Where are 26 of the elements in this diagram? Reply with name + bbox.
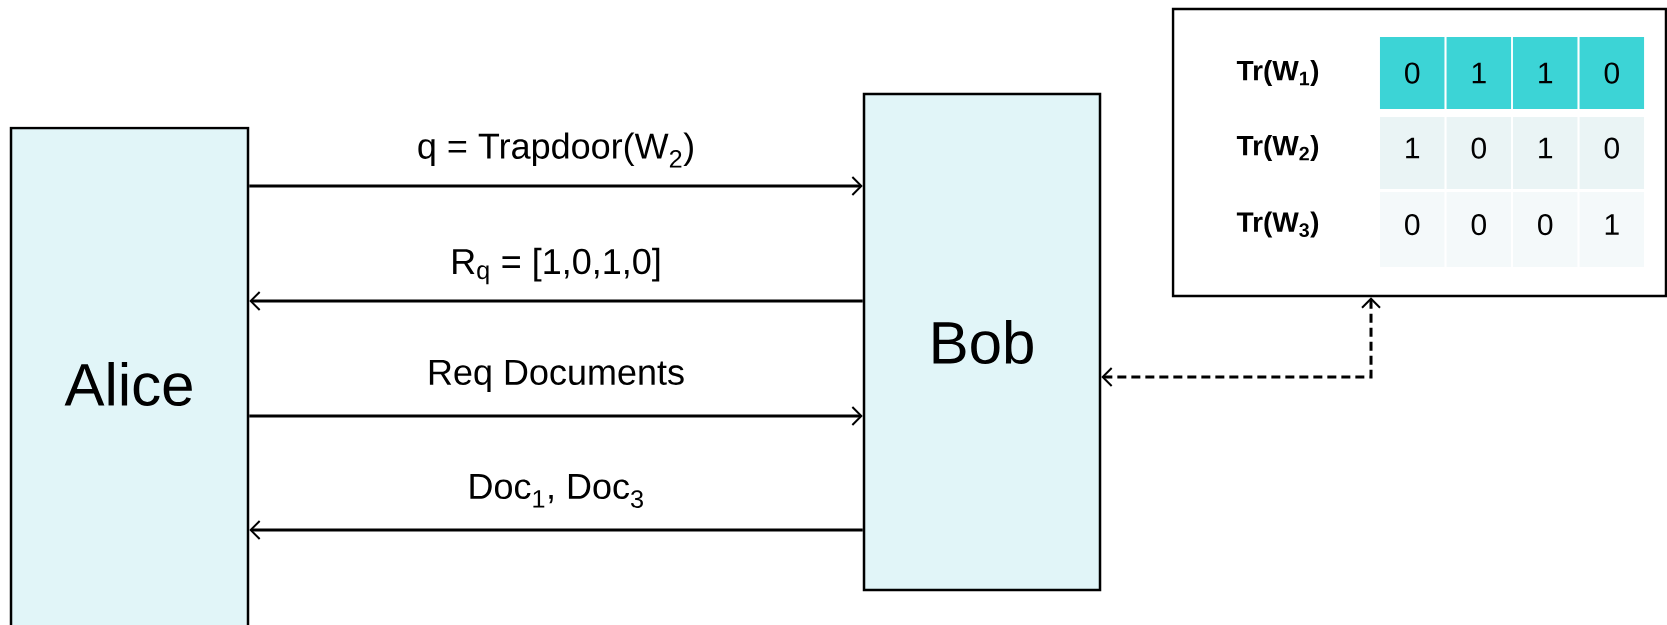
participant-box: Alice (9, 126, 250, 625)
arrow (249, 291, 863, 311)
table-cell: 0 (1512, 192, 1578, 267)
edge-label: q = Trapdoor(W$_{2}$) (418, 132, 693, 168)
table-cell: 0 (1446, 117, 1512, 189)
table-cell: 0 (1446, 192, 1512, 267)
arrow (249, 176, 863, 196)
table-cell: 0 (1379, 192, 1445, 267)
table-cell: 1 (1579, 192, 1645, 267)
edge-label: Req Documents (429, 359, 684, 393)
row-label: Tr(W$_{2}$) (1236, 134, 1319, 162)
row-label: Tr(W$_{1}$) (1236, 59, 1319, 87)
edge-label: R$_{q}$ = [1,0,1,0] (453, 247, 660, 285)
arrow (249, 520, 863, 540)
arrow (1101, 297, 1381, 387)
table-cell: 0 (1579, 117, 1645, 189)
participant-box: Bob (862, 92, 1102, 592)
row-label: Tr(W$_{3}$) (1236, 211, 1319, 238)
table-cell: 1 (1512, 117, 1578, 189)
table-cell: 0 (1379, 37, 1445, 109)
table-cell: 0 (1579, 37, 1645, 109)
edge-label: Doc$_{1}$, Doc$_{3}$ (470, 474, 643, 509)
arrow (249, 406, 863, 426)
table-cell: 1 (1379, 117, 1445, 189)
table-cell: 1 (1512, 37, 1578, 109)
table-cell: 1 (1446, 37, 1512, 109)
